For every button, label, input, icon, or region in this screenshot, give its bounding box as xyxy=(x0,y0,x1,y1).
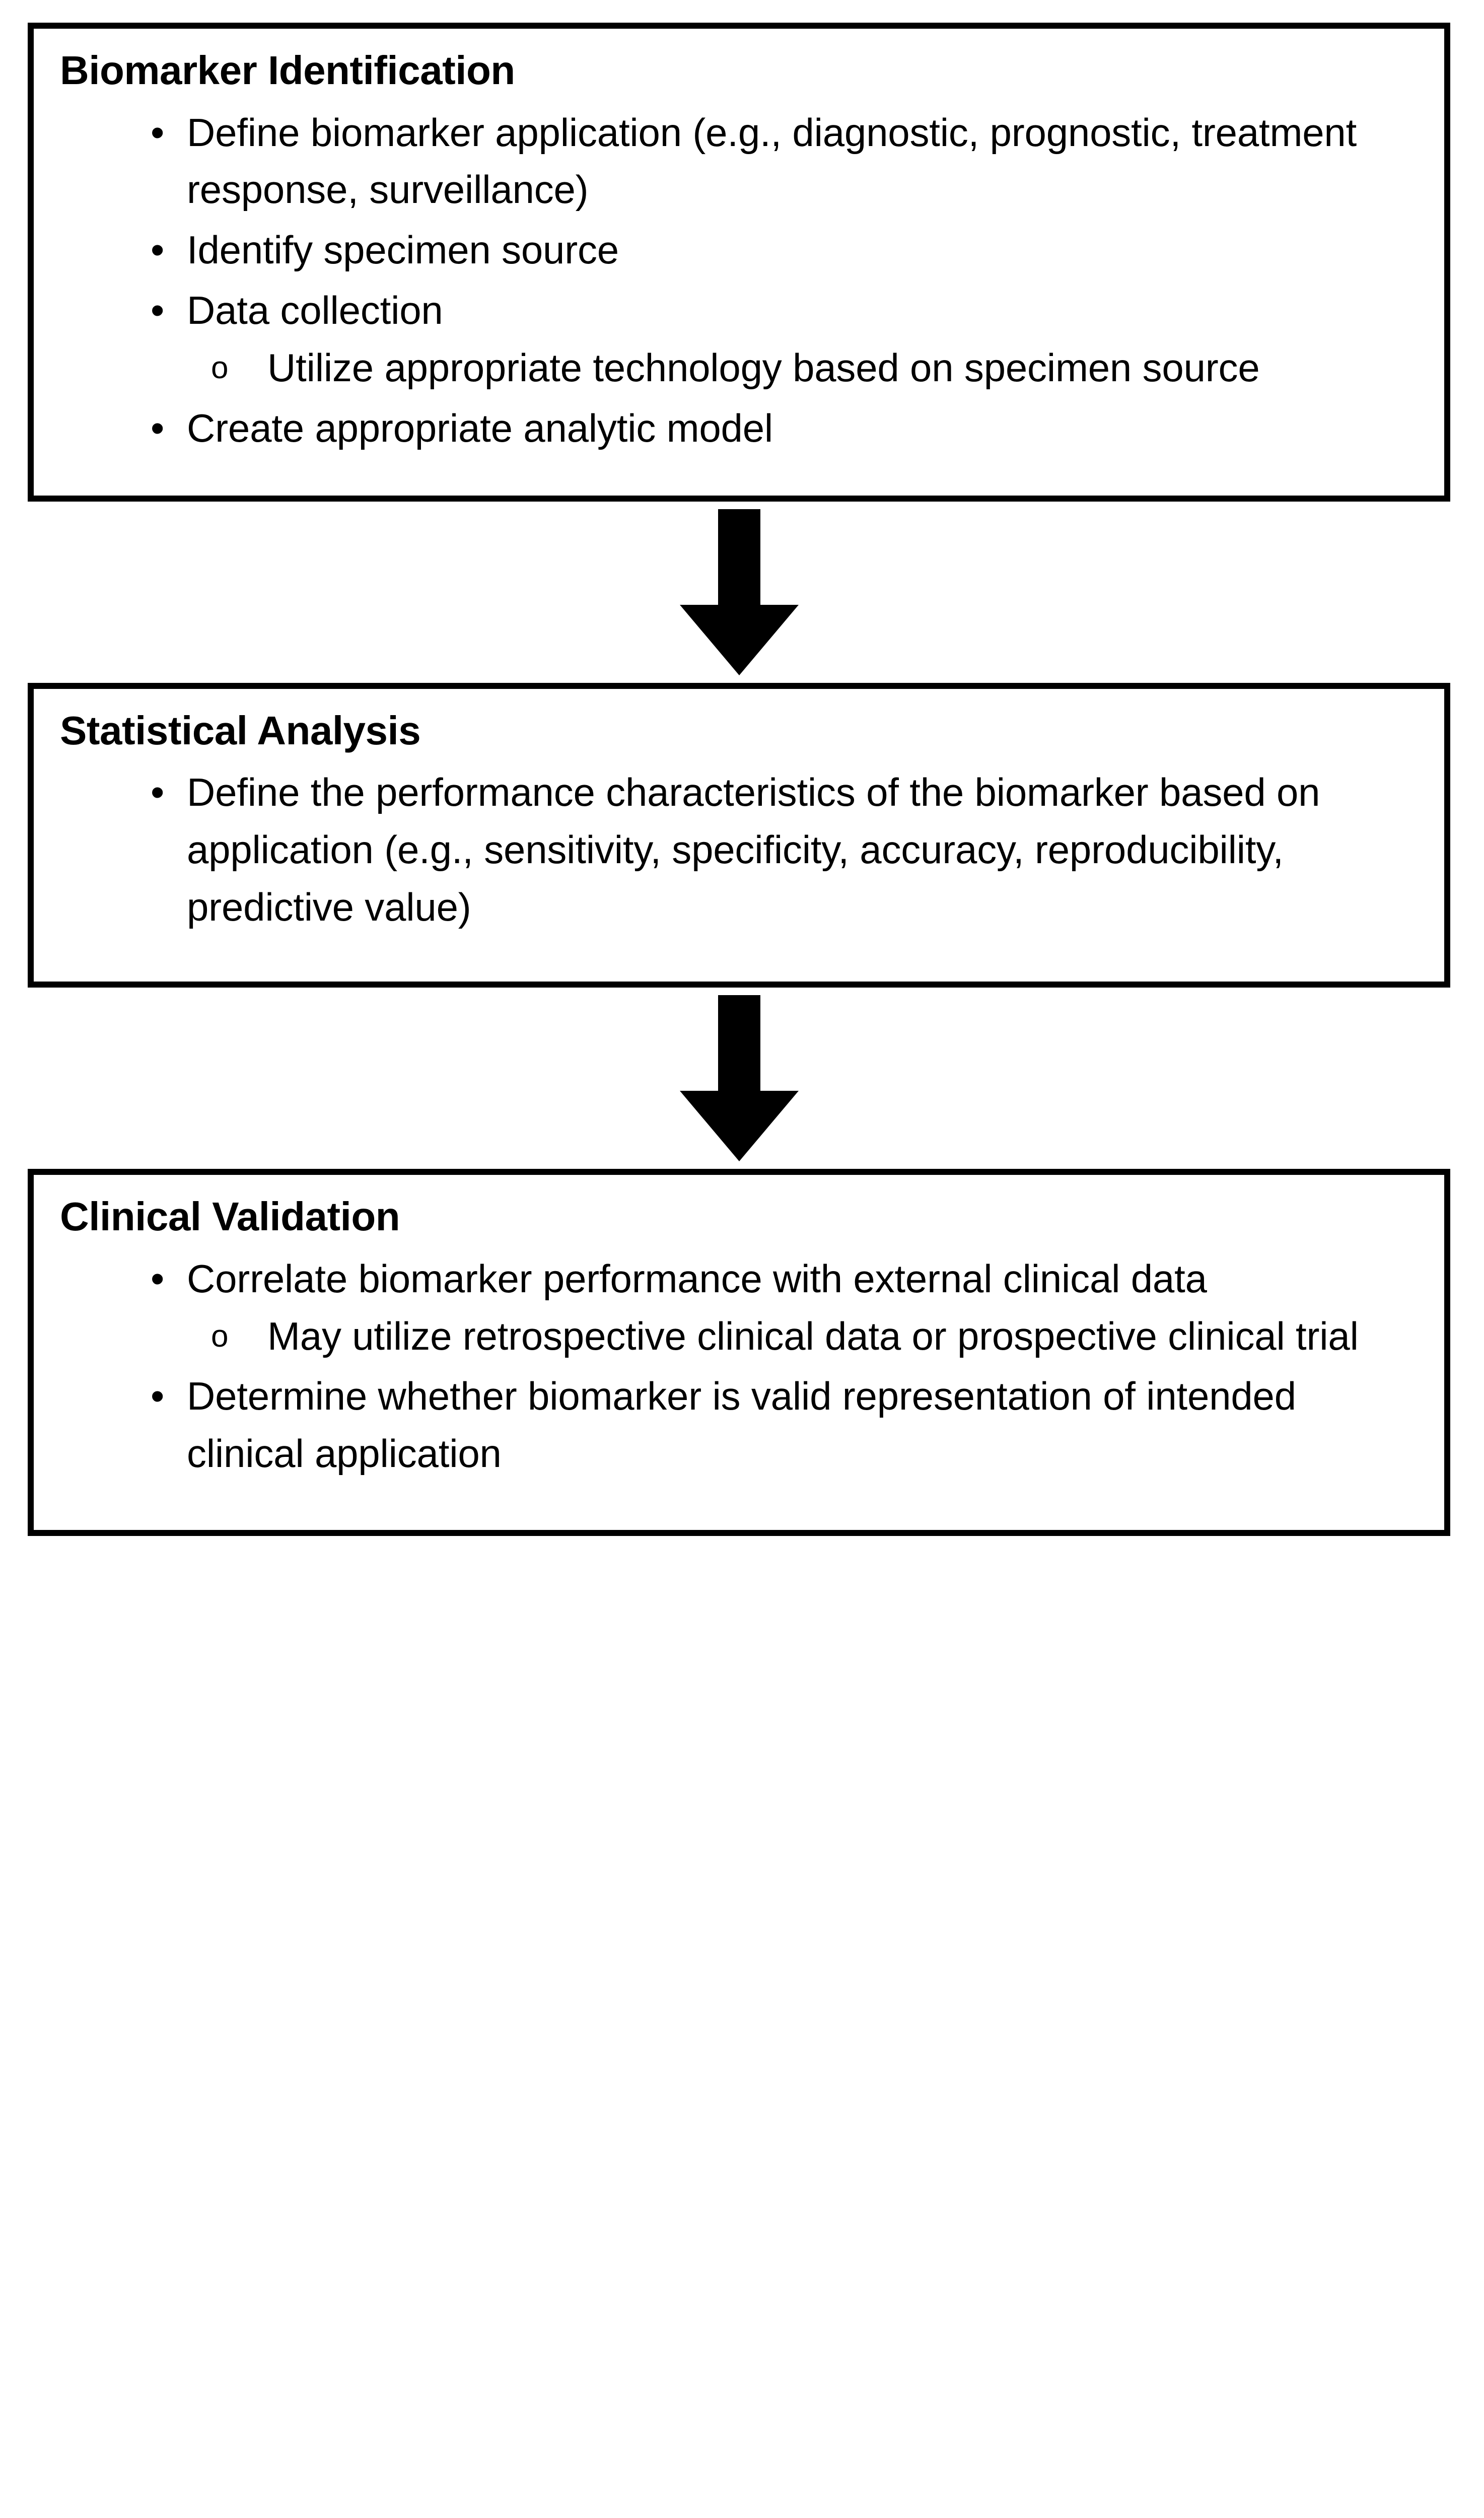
stage-box-clinical-validation[interactable]: Clinical Validation • Correlate biomarke… xyxy=(28,1169,1450,1536)
bullet-marker-icon: • xyxy=(151,288,165,333)
subbullet-item: o May utilize retrospective clinical dat… xyxy=(187,1308,1418,1365)
subbullet-list: o Utilize appropriate technology based o… xyxy=(187,339,1418,397)
bullet-item: • Data collection o Utilize appropriate … xyxy=(60,282,1418,397)
bullet-text: Define biomarker application (e.g., diag… xyxy=(187,110,1357,212)
subbullet-text: Utilize appropriate technology based on … xyxy=(267,345,1260,390)
bullet-item: • Determine whether biomarker is valid r… xyxy=(60,1368,1418,1483)
bullet-marker-icon: • xyxy=(151,770,165,815)
stage-box-statistical-analysis[interactable]: Statistical Analysis • Define the perfor… xyxy=(28,682,1450,988)
bullet-text: Determine whether biomarker is valid rep… xyxy=(187,1374,1296,1476)
bullet-marker-icon: • xyxy=(151,1256,165,1301)
bullet-item: • Correlate biomarker performance with e… xyxy=(60,1250,1418,1365)
bullet-list-biomarker-identification: • Define biomarker application (e.g., di… xyxy=(60,104,1418,457)
stage-box-biomarker-identification[interactable]: Biomarker Identification • Define biomar… xyxy=(28,23,1450,502)
bullet-text: Data collection xyxy=(187,288,443,333)
subbullet-list: o May utilize retrospective clinical dat… xyxy=(187,1308,1418,1365)
box-bottom-spacer xyxy=(60,1483,1418,1507)
bullet-list-clinical-validation: • Correlate biomarker performance with e… xyxy=(60,1250,1418,1483)
bullet-marker-icon: • xyxy=(151,1374,165,1419)
bullet-item: • Define the performance characteristics… xyxy=(60,764,1418,936)
bullet-marker-icon: • xyxy=(151,228,165,272)
down-arrow-icon xyxy=(679,509,799,675)
top-spacer xyxy=(28,0,1450,23)
stage-title-biomarker-identification: Biomarker Identification xyxy=(60,48,515,93)
subbullet-marker-icon: o xyxy=(211,1318,229,1354)
box-bottom-spacer xyxy=(60,457,1418,472)
bullet-text: Create appropriate analytic model xyxy=(187,405,773,450)
box-bottom-spacer xyxy=(60,936,1418,958)
subbullet-item: o Utilize appropriate technology based o… xyxy=(187,339,1418,397)
stage-title-statistical-analysis: Statistical Analysis xyxy=(60,708,421,753)
stage-title-clinical-validation: Clinical Validation xyxy=(60,1194,400,1239)
bullet-text: Define the performance characteristics o… xyxy=(187,770,1320,930)
bullet-text: Correlate biomarker performance with ext… xyxy=(187,1256,1207,1301)
connector-arrow-1 xyxy=(28,502,1450,683)
flowchart-container: Biomarker Identification • Define biomar… xyxy=(28,0,1450,1536)
down-arrow-icon xyxy=(679,995,799,1162)
bullet-text: Identify specimen source xyxy=(187,228,619,272)
bullet-marker-icon: • xyxy=(151,405,165,450)
subbullet-text: May utilize retrospective clinical data … xyxy=(267,1313,1359,1358)
bullet-list-statistical-analysis: • Define the performance characteristics… xyxy=(60,764,1418,936)
connector-arrow-2 xyxy=(28,988,1450,1169)
bullet-item: • Create appropriate analytic model xyxy=(60,400,1418,457)
bullet-item: • Define biomarker application (e.g., di… xyxy=(60,104,1418,219)
bullet-item: • Identify specimen source xyxy=(60,222,1418,279)
bullet-marker-icon: • xyxy=(151,110,165,155)
subbullet-marker-icon: o xyxy=(211,351,229,386)
